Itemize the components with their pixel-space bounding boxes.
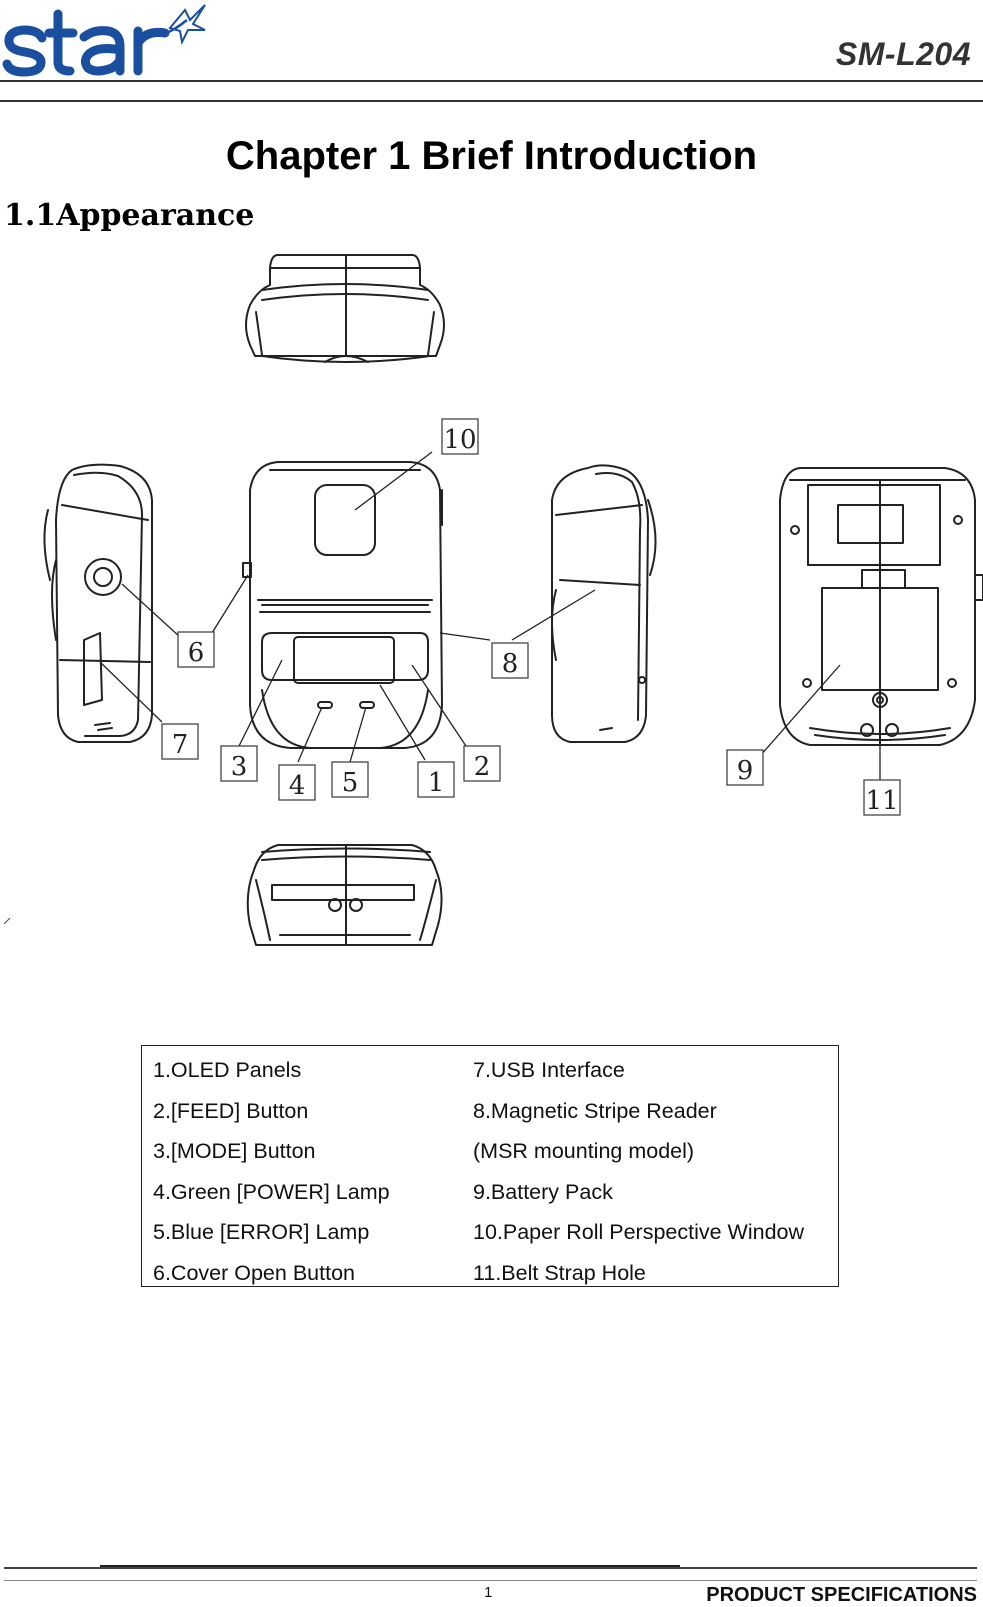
printer-appearance-figure: 10 6 7 8 3 4 5 1 2 9 11 [3, 254, 983, 946]
legend-item: (MSR mounting model) [473, 1139, 695, 1163]
printer-back-view [779, 467, 983, 746]
svg-text:1: 1 [428, 768, 445, 798]
legend-item: 4.Green [POWER] Lamp [153, 1179, 390, 1204]
legend-item: 2.[FEED] Button [153, 1098, 309, 1123]
parts-legend-table: 1.OLED Panels 2.[FEED] Button 3.[MODE] B… [141, 1045, 839, 1287]
callout-11: 11 [863, 779, 901, 816]
callout-1: 1 [417, 761, 455, 798]
legend-item: 10.Paper Roll Perspective Window [473, 1220, 805, 1244]
legend-item: 8.Magnetic Stripe Reader [473, 1098, 717, 1123]
callout-10: 10 [441, 418, 479, 455]
model-name: SM-L204 [835, 36, 971, 72]
legend-item: 1.OLED Panels [153, 1058, 302, 1082]
svg-text:9: 9 [737, 756, 754, 786]
footer-rule [4, 1567, 977, 1569]
header-rule-secondary [0, 100, 983, 102]
page-number: 1 [484, 1584, 493, 1601]
svg-text:11: 11 [865, 786, 898, 816]
chapter-title: Chapter 1 Brief Introduction [225, 134, 758, 178]
printer-front-view [242, 461, 443, 749]
section-title: 1.1Appearance [4, 198, 255, 233]
callout-6: 6 [177, 631, 215, 668]
svg-text:7: 7 [172, 730, 189, 760]
legend-item: 7.USB Interface [473, 1058, 625, 1082]
legend-item: 9.Battery Pack [473, 1179, 613, 1204]
header-rule [0, 80, 983, 82]
legend-item: 5.Blue [ERROR] Lamp [153, 1220, 370, 1244]
footer-rule-accent [100, 1565, 680, 1567]
svg-text:6: 6 [188, 638, 205, 668]
footer-rule-secondary [4, 1580, 977, 1581]
callout-2: 2 [463, 745, 501, 782]
callout-9: 9 [726, 749, 764, 786]
svg-text:5: 5 [342, 768, 359, 798]
callout-3: 3 [220, 745, 258, 782]
callout-5: 5 [331, 761, 369, 798]
printer-left-side-view [43, 463, 153, 743]
svg-text:10: 10 [443, 425, 476, 455]
svg-text:4: 4 [289, 771, 306, 801]
callout-4: 4 [278, 764, 316, 801]
legend-column-right: 7.USB Interface 8.Magnetic Stripe Reader… [473, 1054, 804, 1297]
legend-item: 3.[MODE] Button [153, 1139, 316, 1163]
legend-item: 11.Belt Strap Hole [473, 1260, 646, 1285]
printer-bottom-view [246, 844, 443, 946]
svg-text:3: 3 [231, 752, 248, 782]
callout-8: 8 [491, 642, 529, 679]
star-logo [2, 4, 206, 77]
legend-column-left: 1.OLED Panels 2.[FEED] Button 3.[MODE] B… [153, 1054, 390, 1297]
printer-top-view [245, 254, 445, 363]
callout-7: 7 [161, 723, 199, 760]
svg-text:8: 8 [502, 649, 519, 679]
footer-title: PRODUCT SPECIFICATIONS [706, 1584, 977, 1606]
legend-item: 6.Cover Open Button [153, 1260, 355, 1285]
printer-right-side-view [551, 464, 657, 743]
svg-text:2: 2 [474, 752, 491, 782]
